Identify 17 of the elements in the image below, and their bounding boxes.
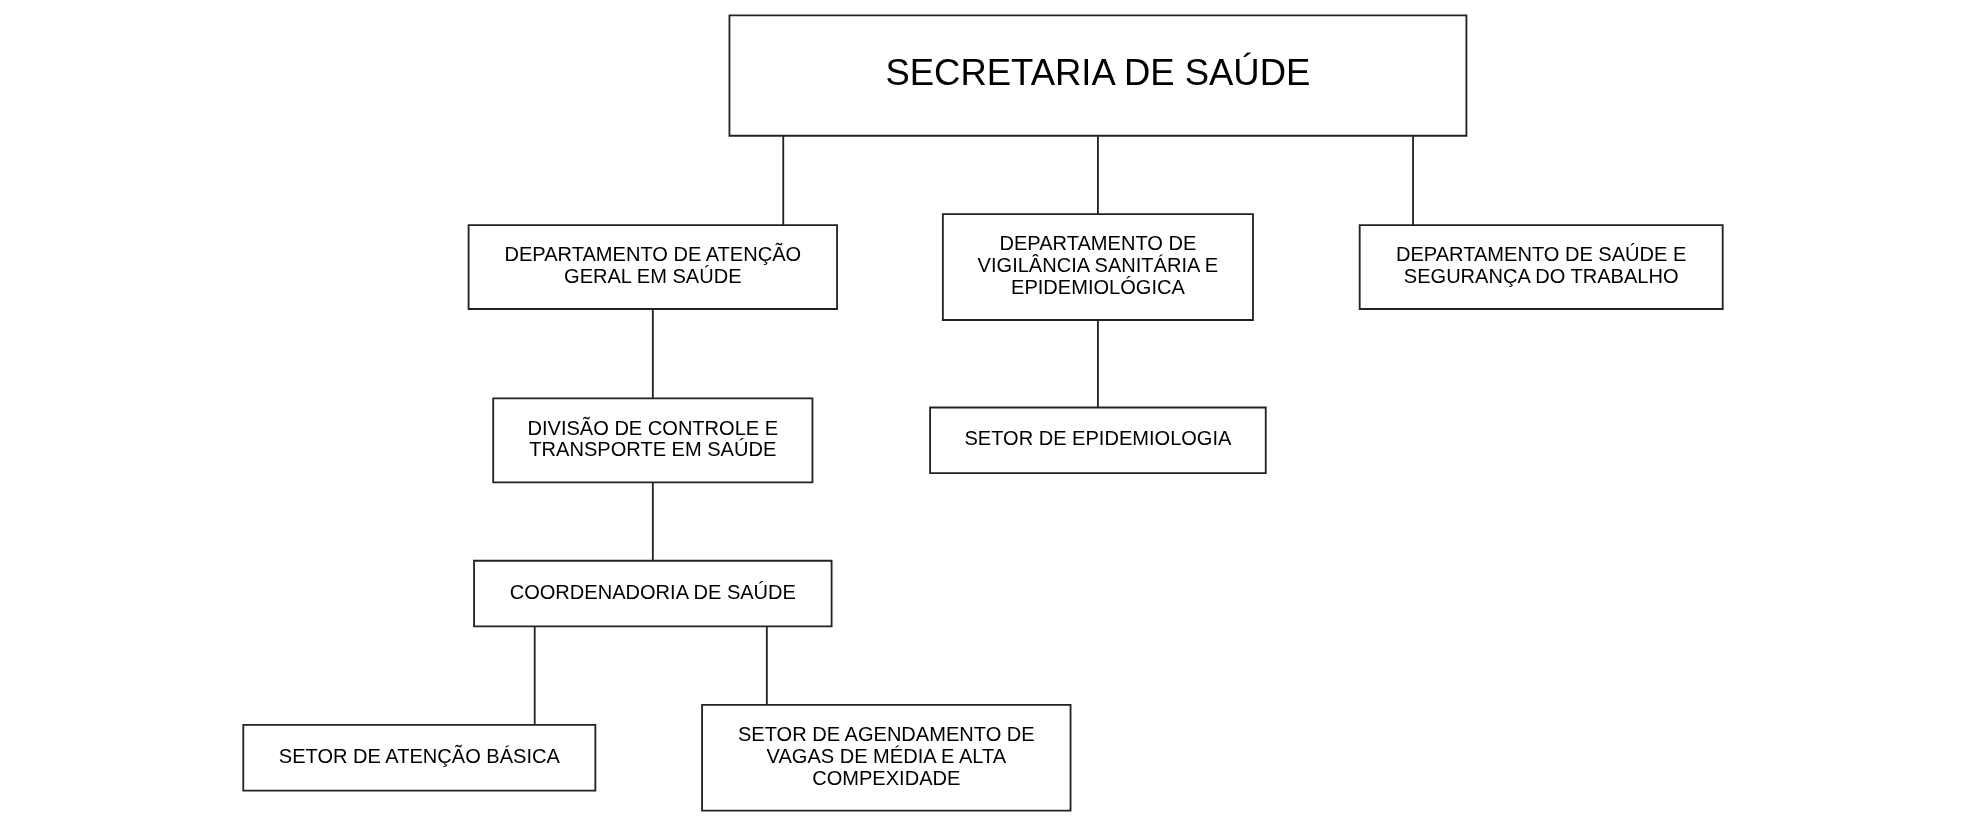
node-box: DEPARTAMENTO DE VIGILÂNCIA SANITÁRIA E EPIDEMIOLÓGICA xyxy=(941,213,1254,321)
node-box: DEPARTAMENTO DE SAÚDE E SEGURANÇA DO TRABALHO xyxy=(1358,224,1724,310)
node-box: SECRETARIA DE SAÚDE xyxy=(728,14,1468,137)
connector xyxy=(533,625,536,726)
node-box: COORDENADORIA DE SAÚDE xyxy=(473,559,833,628)
node-box: SETOR DE ATENÇÃO BÁSICA xyxy=(242,724,597,792)
connector xyxy=(1097,135,1099,215)
node-box: DEPARTAMENTO DE ATENÇÃO GERAL EM SAÚDE xyxy=(467,224,838,310)
connector xyxy=(765,625,768,706)
connector xyxy=(1412,135,1414,226)
node-box: DIVISÃO DE CONTROLE E TRANSPORTE EM SAÚDE xyxy=(492,397,814,484)
connector xyxy=(651,482,654,562)
connector xyxy=(1097,319,1099,409)
node-box: SETOR DE EPIDEMIOLOGIA xyxy=(929,406,1267,475)
connector xyxy=(782,135,785,226)
node-box: SETOR DE AGENDAMENTO DE VAGAS DE MÉDIA E ALTA COMPEXIDADE xyxy=(701,703,1072,812)
connector xyxy=(651,309,654,399)
